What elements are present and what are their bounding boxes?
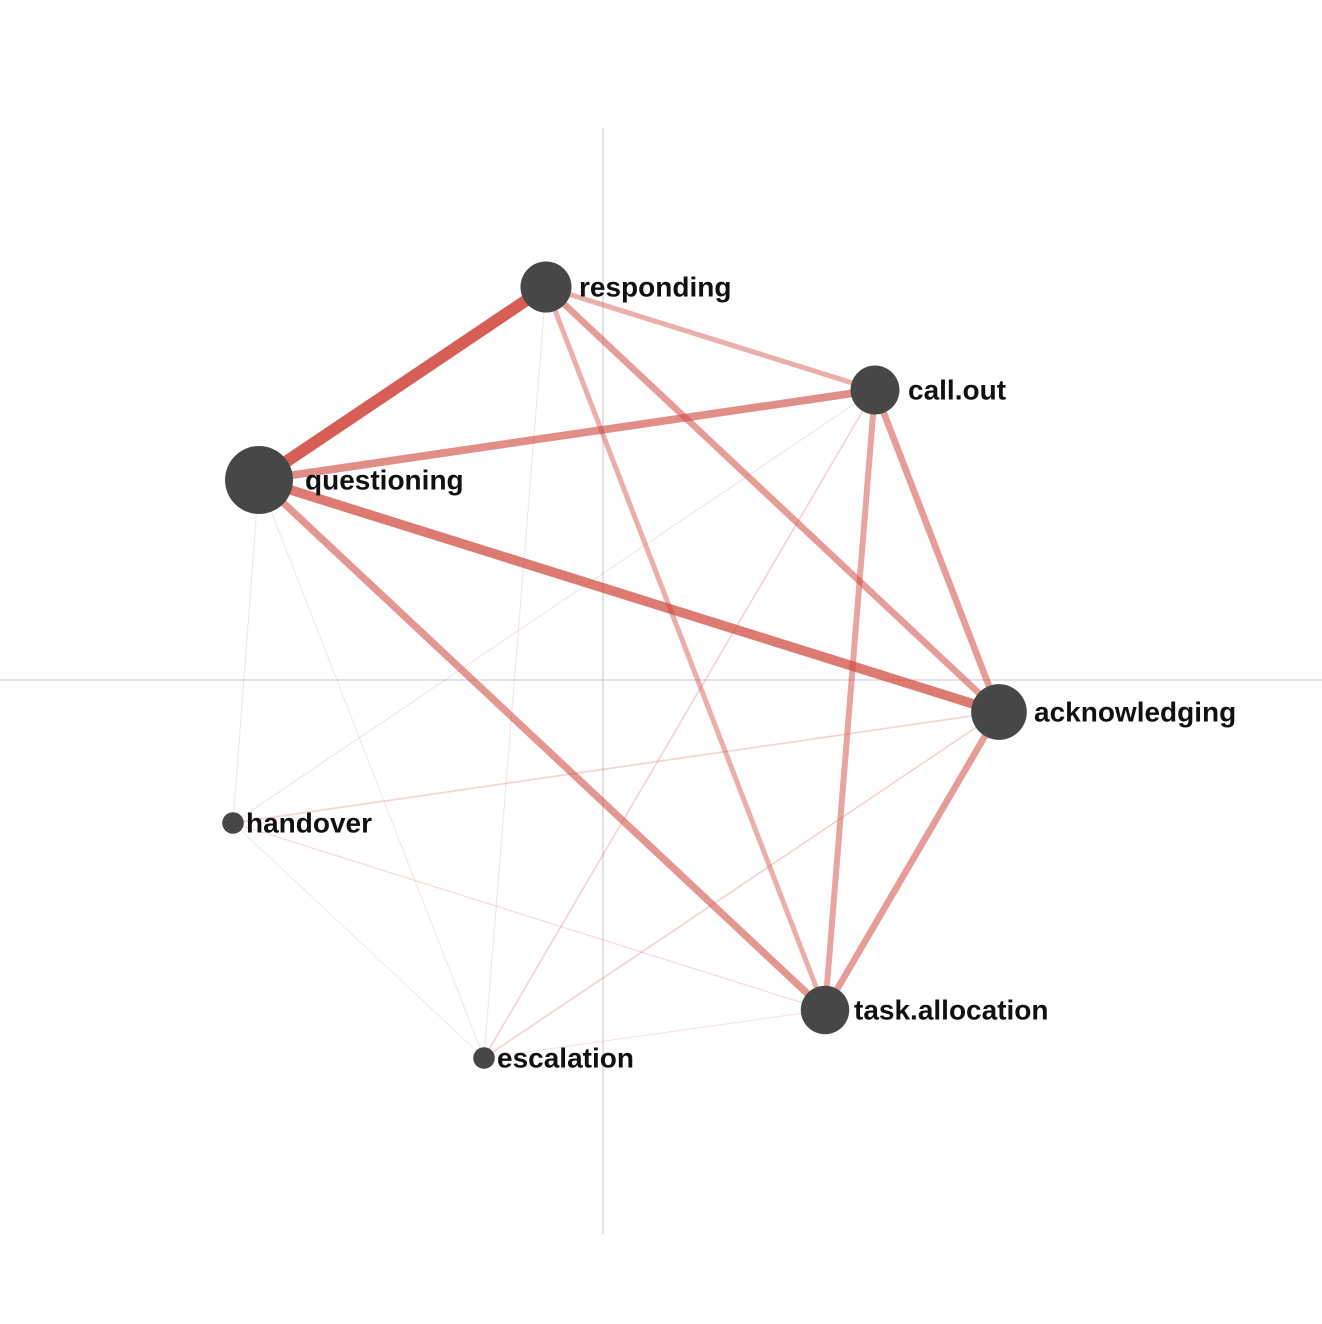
edge-responding-task-allocation [543,286,828,1011]
edge-escalation-task-allocation [483,1009,826,1059]
node-call-out [850,365,900,415]
edge-call-out-task-allocation [822,389,878,1011]
edge-handover-call-out [232,389,876,824]
edge-questioning-acknowledging [257,475,1001,717]
edge-responding-acknowledging [543,284,1002,715]
edge-acknowledging-task-allocation [822,710,1002,1012]
node-labels: questioning responding call.out acknowledgi… [246,272,1236,1074]
edge-call-out-acknowledging [871,388,1003,714]
axes [0,128,1322,1234]
node-label-responding: responding [579,272,731,303]
edge-escalation-handover [232,822,485,1059]
edge-questioning-responding [255,282,550,485]
nodes [222,261,1027,1069]
node-task-allocation [800,985,850,1035]
edge-questioning-call-out [258,386,876,484]
node-questioning [225,446,293,514]
edge-escalation-questioning [258,479,485,1059]
node-label-handover: handover [246,808,372,839]
edge-handover-task-allocation [232,822,826,1011]
node-label-questioning: questioning [305,465,464,496]
node-label-escalation: escalation [497,1043,634,1074]
edge-escalation-responding [483,286,547,1059]
edge-handover-acknowledging [232,711,1000,824]
node-label-acknowledging: acknowledging [1034,697,1236,728]
edge-responding-call-out [545,284,876,393]
edge-questioning-task-allocation [256,477,828,1013]
node-acknowledging [971,684,1027,740]
node-escalation [473,1047,495,1069]
node-responding [520,261,572,313]
node-label-task-allocation: task.allocation [854,995,1049,1026]
node-label-call-out: call.out [908,375,1006,406]
node-handover [222,812,244,834]
edges [232,282,1003,1059]
edge-handover-questioning [232,479,260,824]
edge-escalation-acknowledging [483,711,1000,1059]
edge-escalation-call-out [483,389,876,1059]
